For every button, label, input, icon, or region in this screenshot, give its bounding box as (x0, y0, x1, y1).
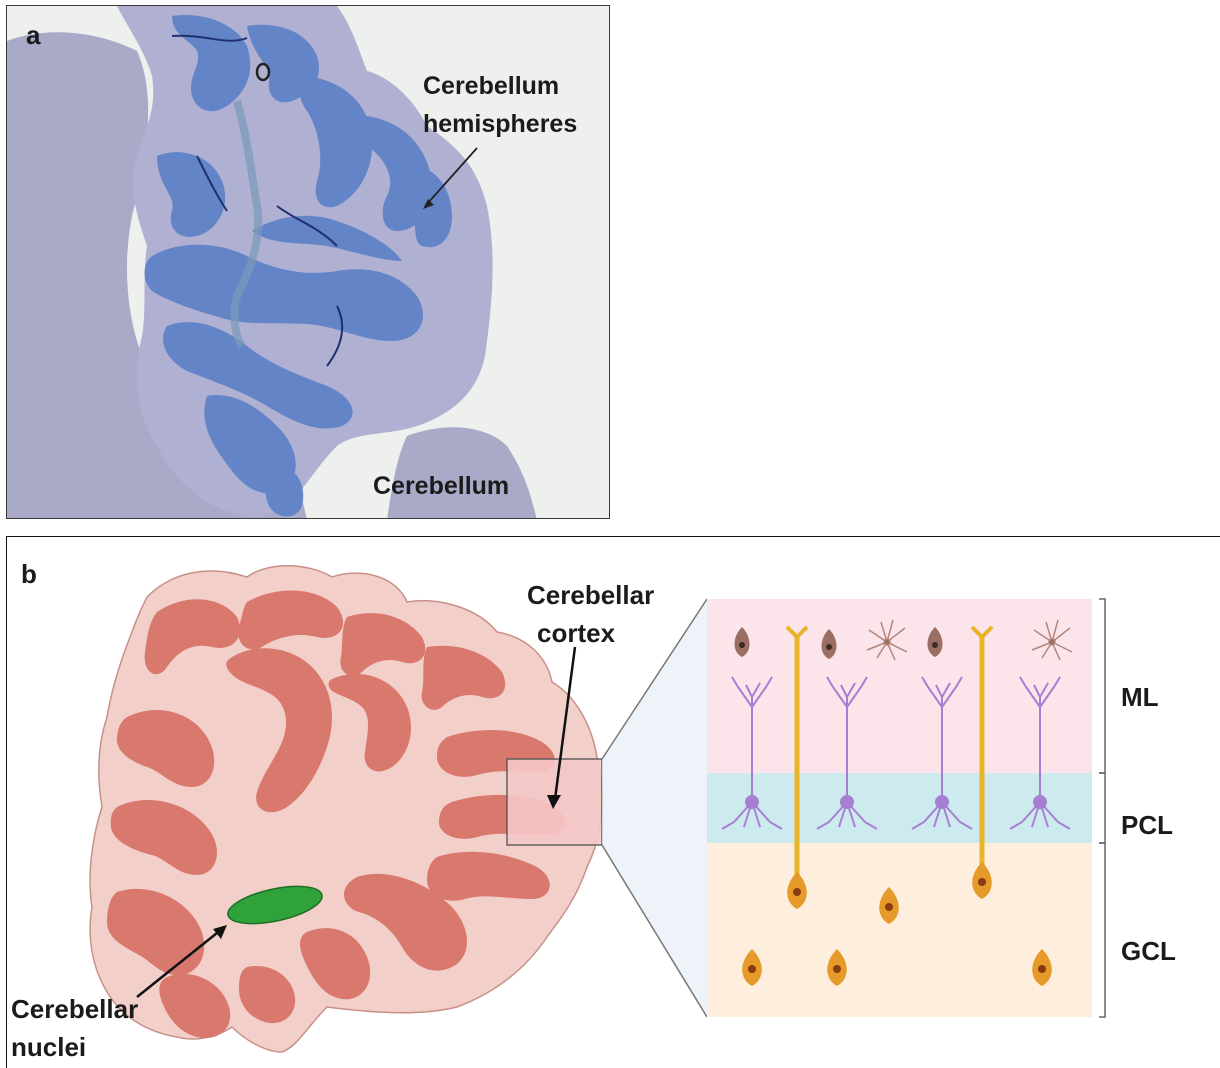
cerebellum-label: Cerebellum (373, 470, 509, 504)
layer-label-pcl: PCL (1121, 809, 1173, 843)
layer-label-ml: ML (1121, 681, 1159, 715)
panel-a: a Cerebellum hemispheres Cerebellum (6, 5, 610, 519)
nuclei-label-line1: Cerebellar (11, 993, 138, 1027)
layer-brackets (1099, 599, 1105, 1017)
panel-b: b Cerebellar cortex Cerebellar nuclei ML… (6, 536, 1220, 1068)
hemispheres-label-line1: Cerebellum (423, 70, 559, 104)
cortex-label-line2: cortex (537, 617, 615, 651)
panel-b-letter: b (21, 559, 37, 590)
panel-a-letter: a (26, 20, 40, 51)
hemispheres-label-line2: hemispheres (423, 108, 577, 142)
layer-label-gcl: GCL (1121, 935, 1176, 969)
zoom-funnel (602, 599, 707, 1017)
nuclei-label-line2: nuclei (11, 1031, 86, 1065)
cortex-label-line1: Cerebellar (527, 579, 654, 613)
layer-gcl (707, 843, 1092, 1017)
